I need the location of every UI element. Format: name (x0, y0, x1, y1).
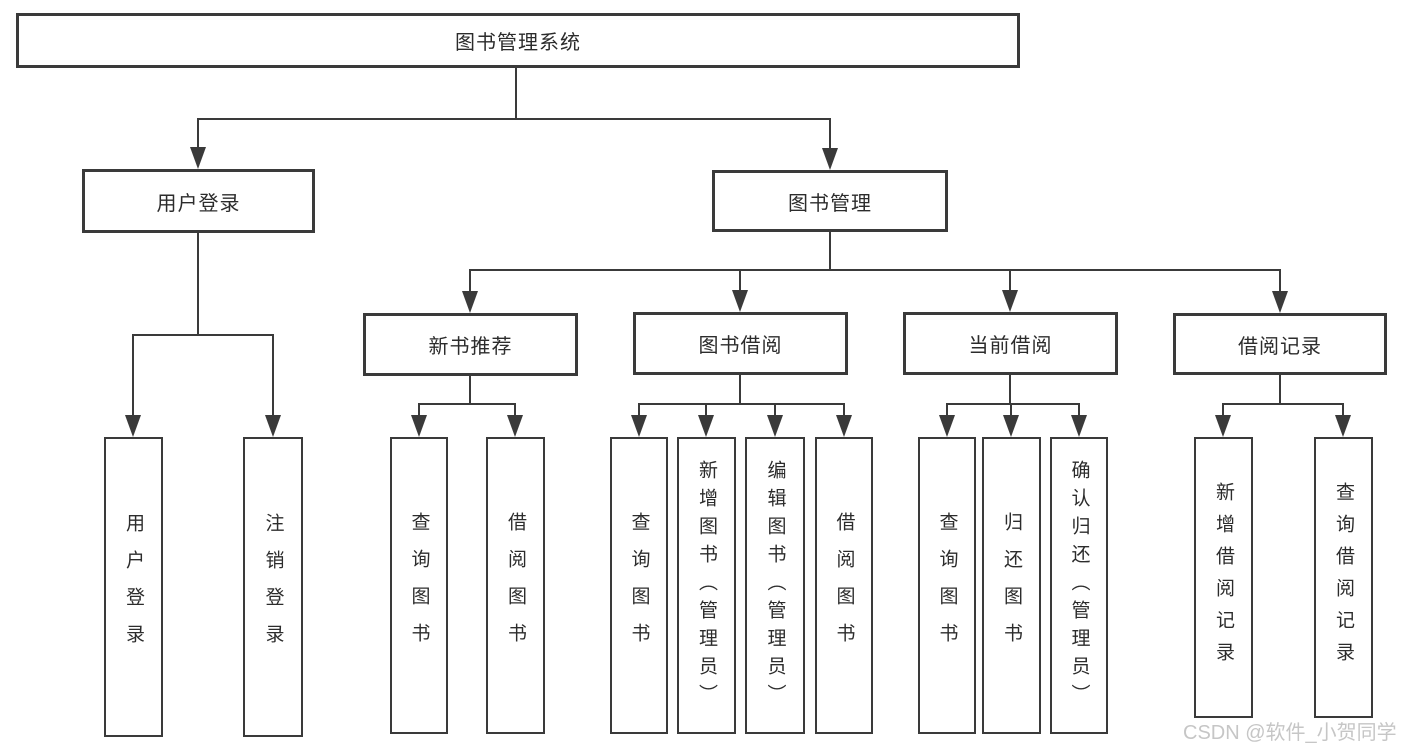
arrow-down-icon (411, 415, 427, 437)
connector-line (638, 403, 640, 417)
connector-line (1222, 403, 1344, 405)
leaf-borrow-book-recommend: 借阅图书 (486, 437, 545, 734)
connector-line (418, 403, 420, 417)
arrow-down-icon (631, 415, 647, 437)
connector-line (946, 403, 1080, 405)
arrow-down-icon (125, 415, 141, 437)
connector-line (469, 269, 1281, 271)
node-label: 查询图书 (408, 511, 430, 660)
node-book-management: 图书管理 (712, 170, 948, 232)
connector-line (514, 403, 516, 417)
leaf-query-borrow-record: 查询借阅记录 (1314, 437, 1373, 718)
node-label: 查询借阅记录 (1333, 481, 1354, 674)
node-borrow-records: 借阅记录 (1173, 313, 1387, 375)
arrow-down-icon (1003, 415, 1019, 437)
node-library-system: 图书管理系统 (16, 13, 1020, 68)
node-label: 当前借阅 (968, 335, 1053, 357)
connector-line (197, 118, 831, 120)
node-label: 注销登录 (262, 513, 284, 661)
node-label: 新增借阅记录 (1213, 481, 1234, 674)
node-label: 查询图书 (936, 511, 958, 660)
connector-line (1009, 375, 1011, 405)
node-new-book-recommend: 新书推荐 (363, 313, 578, 376)
node-label: 用户登录 (123, 513, 144, 661)
arrow-down-icon (698, 415, 714, 437)
connector-line (1222, 403, 1224, 417)
arrow-down-icon (939, 415, 955, 437)
leaf-add-book-admin: 新增图书（管理员） (677, 437, 736, 734)
connector-line (469, 376, 471, 405)
arrow-down-icon (1215, 415, 1231, 437)
connector-line (1010, 403, 1012, 417)
leaf-edit-book-admin: 编辑图书（管理员） (745, 437, 805, 734)
leaf-user-login: 用户登录 (104, 437, 163, 737)
node-label: 借阅图书 (505, 511, 526, 660)
connector-line (1009, 269, 1011, 293)
node-user-login: 用户登录 (82, 169, 315, 233)
arrow-down-icon (767, 415, 783, 437)
connector-line (843, 403, 845, 417)
node-current-borrow: 当前借阅 (903, 312, 1118, 375)
connector-line (197, 233, 199, 336)
node-label: 借阅图书 (833, 511, 855, 660)
connector-line (1342, 403, 1344, 417)
node-label: 用户登录 (156, 192, 241, 215)
connector-line (515, 68, 517, 120)
node-label: 编辑图书（管理员） (764, 459, 786, 712)
arrow-down-icon (507, 415, 523, 437)
connector-line (739, 375, 741, 405)
connector-line (1279, 375, 1281, 405)
csdn-watermark: CSDN @软件_小贺同学 (1183, 722, 1397, 744)
node-label: 图书借阅 (698, 335, 783, 357)
connector-line (739, 269, 741, 293)
leaf-borrow-book: 借阅图书 (815, 437, 873, 734)
node-label: 图书管理系统 (455, 32, 581, 54)
arrow-down-icon (732, 290, 748, 312)
node-label: 查询图书 (628, 511, 650, 660)
node-book-borrow: 图书借阅 (633, 312, 848, 375)
connector-line (418, 403, 516, 405)
connector-line (705, 403, 707, 417)
arrow-down-icon (462, 291, 478, 313)
arrow-down-icon (190, 147, 206, 169)
connector-line (197, 118, 199, 150)
arrow-down-icon (1272, 291, 1288, 313)
connector-line (1279, 269, 1281, 293)
connector-line (638, 403, 845, 405)
node-label: 确认归还（管理员） (1068, 459, 1090, 712)
leaf-return-book: 归还图书 (982, 437, 1041, 734)
leaf-query-book-current: 查询图书 (918, 437, 976, 734)
connector-line (829, 232, 831, 271)
node-label: 借阅记录 (1238, 335, 1322, 358)
connector-line (132, 334, 134, 418)
connector-line (272, 334, 274, 418)
leaf-query-book-borrow: 查询图书 (610, 437, 668, 734)
node-label: 归还图书 (1001, 511, 1022, 660)
arrow-down-icon (836, 415, 852, 437)
leaf-query-book-recommend: 查询图书 (390, 437, 448, 734)
arrow-down-icon (1071, 415, 1087, 437)
leaf-add-borrow-record: 新增借阅记录 (1194, 437, 1253, 718)
connector-line (946, 403, 948, 417)
arrow-down-icon (822, 148, 838, 170)
arrow-down-icon (265, 415, 281, 437)
arrow-down-icon (1002, 290, 1018, 312)
connector-line (1078, 403, 1080, 417)
node-label: 图书管理 (788, 192, 872, 215)
connector-line (132, 334, 274, 336)
leaf-confirm-return-admin: 确认归还（管理员） (1050, 437, 1108, 734)
connector-line (829, 118, 831, 150)
leaf-logout: 注销登录 (243, 437, 303, 737)
node-label: 新书推荐 (428, 336, 513, 358)
connector-line (469, 269, 471, 293)
node-label: 新增图书（管理员） (696, 459, 717, 712)
arrow-down-icon (1335, 415, 1351, 437)
connector-line (774, 403, 776, 417)
